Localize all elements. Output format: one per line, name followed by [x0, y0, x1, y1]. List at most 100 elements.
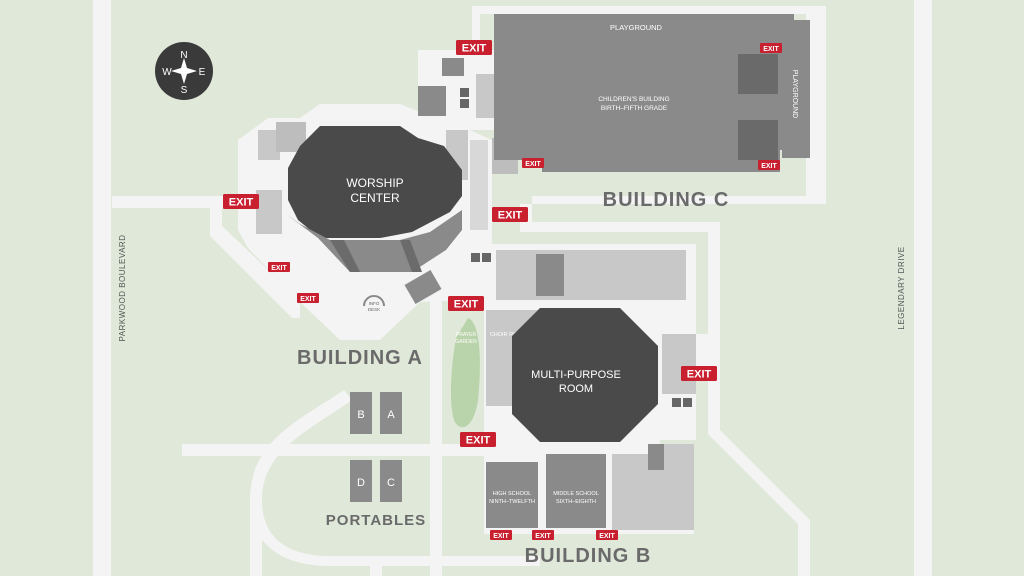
- building-a-wing-e: [470, 140, 488, 230]
- portable-a: [380, 392, 402, 434]
- middle-school-label-2: SIXTH–EIGHTH: [556, 499, 596, 505]
- exit-sign-small: EXIT: [532, 530, 554, 540]
- exit-badge: [532, 530, 554, 540]
- exit-markers: EXIT EXIT EXIT EXIT EXIT EXIT EXIT: [223, 40, 782, 540]
- restroom-icon: [460, 99, 469, 108]
- exit-badge: [492, 207, 528, 222]
- playground-side-label: PLAYGROUND: [791, 70, 798, 119]
- compass-east: E: [199, 67, 206, 78]
- portable-c-label: C: [387, 477, 395, 489]
- high-school-room: [486, 462, 538, 528]
- restroom-icon: [683, 398, 692, 407]
- restroom-icon: [460, 88, 469, 97]
- exit-label: EXIT: [535, 533, 551, 540]
- building-c-stair-2: [738, 120, 778, 160]
- exit-sign-small: EXIT: [596, 530, 618, 540]
- info-desk: [363, 295, 385, 307]
- worship-center-aisle-2: [400, 240, 422, 272]
- walkway-south-connector: [430, 300, 442, 576]
- exit-sign-small: EXIT: [297, 293, 319, 303]
- portables-label: PORTABLES: [326, 512, 426, 529]
- exit-badge: [460, 432, 496, 447]
- walkway-north: [472, 6, 826, 222]
- exit-label: EXIT: [300, 296, 316, 303]
- building-b-annex-north: [496, 250, 686, 300]
- choir-room-label: CHOIR ROOM: [490, 332, 527, 338]
- compass-south: S: [181, 85, 188, 96]
- parkwood-boulevard-road: [93, 0, 111, 576]
- restroom-icon: [672, 398, 681, 407]
- playground-top: [494, 14, 794, 38]
- playground-side: [782, 20, 810, 158]
- building-a-wing-nw: [258, 130, 280, 160]
- exit-badge: [490, 530, 512, 540]
- restroom-icons: [460, 88, 692, 407]
- walkway-bottom: [370, 566, 382, 576]
- exit-badge: [681, 366, 717, 381]
- middle-school-label-1: MIDDLE SCHOOL: [553, 491, 599, 497]
- parkwood-boulevard-label: PARKWOOD BOULEVARD: [118, 235, 127, 342]
- prayer-garden-label-1: PRAYER: [456, 332, 477, 338]
- restroom-icon: [482, 253, 491, 262]
- exit-label: EXIT: [271, 265, 287, 272]
- exit-sign: EXIT: [223, 194, 259, 209]
- building-b-room-east: [662, 334, 696, 394]
- exit-badge: [760, 43, 782, 53]
- exit-label: EXIT: [763, 46, 779, 53]
- compass-west: W: [162, 67, 172, 78]
- building-a: WORSHIP CENTER INFO DESK: [238, 104, 492, 340]
- info-desk-label-2: DESK: [368, 307, 380, 312]
- walkway-south-loop: [250, 500, 540, 566]
- portable-c: [380, 460, 402, 502]
- childrens-building-label-2: BIRTH–FIFTH GRADE: [601, 105, 668, 112]
- portable-b-label: B: [357, 409, 364, 421]
- exit-sign-small: EXIT: [522, 158, 544, 168]
- exit-label: EXIT: [761, 163, 777, 170]
- exit-label: EXIT: [687, 369, 712, 381]
- high-school-label-2: NINTH–TWELFTH: [489, 499, 535, 505]
- exit-label: EXIT: [599, 533, 615, 540]
- worship-center-aisle: [330, 240, 360, 272]
- multi-purpose-room-label-1: MULTI-PURPOSE: [531, 369, 621, 381]
- exit-sign: EXIT: [460, 432, 496, 447]
- exit-label: EXIT: [466, 435, 491, 447]
- building-b-stair-south: [648, 444, 664, 470]
- worship-center-label-1: WORSHIP: [346, 176, 403, 190]
- playground-top-label: PLAYGROUND: [610, 23, 663, 32]
- prayer-garden-label-2: GARDEN: [455, 339, 477, 345]
- connector-a-c-room-2: [442, 58, 464, 76]
- exit-sign: EXIT: [456, 40, 492, 55]
- worship-center: [288, 126, 462, 238]
- exit-sign-small: EXIT: [760, 43, 782, 53]
- walkway-connector: [520, 222, 720, 232]
- childrens-building-label-1: CHILDREN'S BUILDING: [598, 96, 669, 103]
- multi-purpose-room: [512, 308, 658, 442]
- exit-sign-small: EXIT: [268, 262, 290, 272]
- compass-north: N: [180, 50, 187, 61]
- exit-sign-small: EXIT: [490, 530, 512, 540]
- high-school-label-1: HIGH SCHOOL: [493, 491, 532, 497]
- building-c-footprint: [494, 38, 790, 172]
- building-c-label: BUILDING C: [603, 189, 730, 211]
- exit-label: EXIT: [454, 299, 479, 311]
- walkway-central: [182, 444, 672, 456]
- building-a-label: BUILDING A: [297, 347, 423, 369]
- exit-badge: [456, 40, 492, 55]
- multi-purpose-room-label-2: ROOM: [559, 383, 593, 395]
- info-desk-label-1: INFO: [369, 301, 380, 306]
- exit-label: EXIT: [462, 43, 487, 55]
- portable-a-label: A: [387, 409, 395, 421]
- portable-b: [350, 392, 372, 434]
- exit-badge: [448, 296, 484, 311]
- building-b-label: BUILDING B: [525, 545, 652, 567]
- exit-badge: [596, 530, 618, 540]
- portable-d-label: D: [357, 477, 365, 489]
- walkway-west: [112, 196, 300, 318]
- prayer-garden: [450, 318, 480, 428]
- exit-sign-small: EXIT: [758, 160, 780, 170]
- portable-d: [350, 460, 372, 502]
- building-b-south-room-east: [612, 454, 648, 530]
- worship-center-seating: [286, 210, 462, 272]
- exit-badge: [297, 293, 319, 303]
